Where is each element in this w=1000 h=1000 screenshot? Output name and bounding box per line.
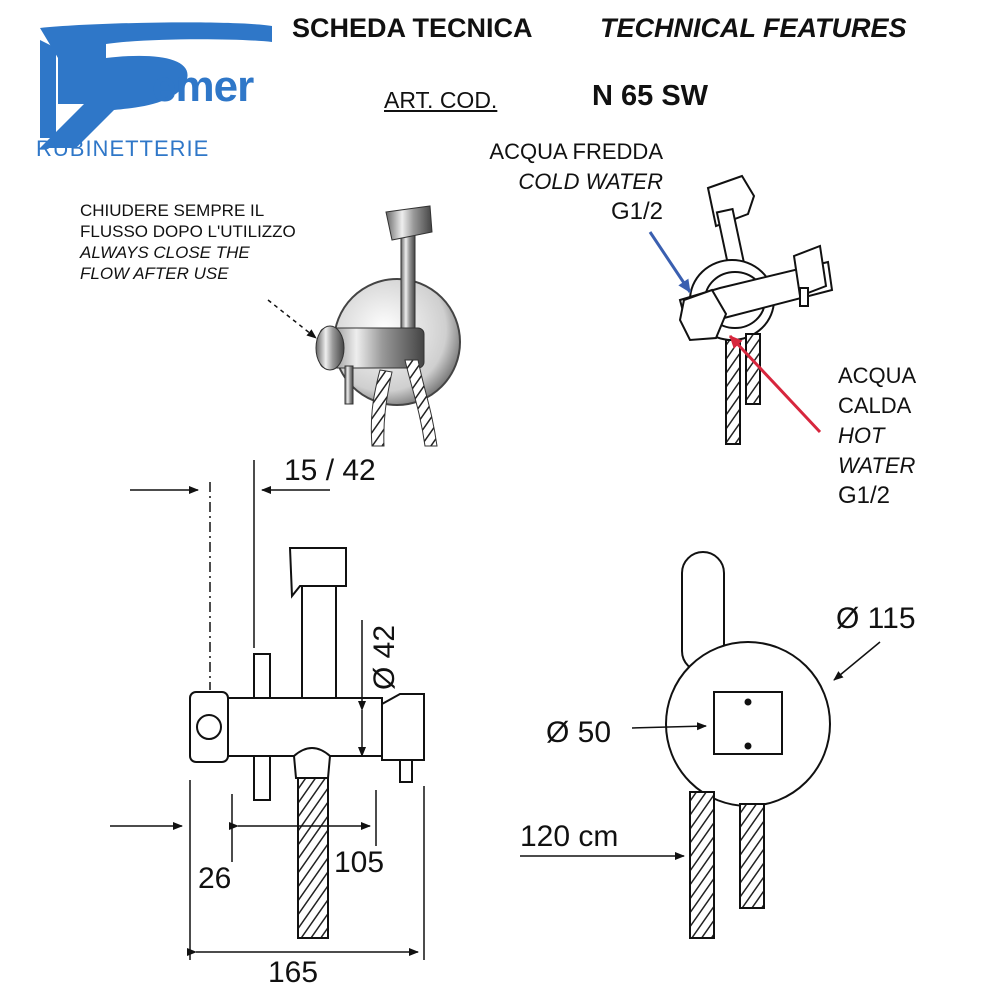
cold-water-it: ACQUA FREDDA (489, 139, 663, 164)
cold-water-thread: G1/2 (610, 198, 663, 225)
valve-knob (315, 325, 345, 371)
dim-diameter-115: Ø 115 (836, 602, 916, 635)
isometric-drawing (678, 174, 834, 445)
side-knob-cap (196, 714, 222, 740)
brand-name: emer (152, 62, 254, 111)
hot-water-thread: G1/2 (838, 482, 891, 509)
side-hose-connector (292, 747, 332, 779)
dim-diameter-42: Ø 42 (368, 624, 401, 690)
side-lever (381, 693, 425, 761)
side-body (225, 697, 383, 757)
iso-lever (792, 244, 828, 298)
brand-subtitle: RUBINETTERIE (36, 136, 210, 161)
shower-head (385, 205, 433, 241)
close-flow-note: CHIUDERE SEMPRE IL FLUSSO DOPO L'UTILIZZ… (80, 200, 296, 284)
iso-lever-pin (799, 287, 809, 307)
iso-hose-left (725, 339, 741, 445)
title-english: TECHNICAL FEATURES (600, 13, 907, 43)
note-line-4: FLOW AFTER USE (80, 264, 229, 283)
side-lever-pin (399, 759, 413, 783)
product-photo (315, 205, 461, 447)
front-hose-right (739, 803, 765, 909)
photo-hose (370, 369, 393, 447)
dim-15-42: 15 / 42 (284, 454, 376, 487)
art-code-value: N 65 SW (592, 80, 709, 112)
shower-stem (400, 221, 416, 343)
front-elevation (665, 551, 831, 939)
valve-lever (344, 365, 354, 405)
brand-logo-mark (40, 22, 272, 148)
art-code-label: ART. COD. (384, 87, 498, 113)
side-shower-stem (301, 585, 337, 699)
hot-water-it-1: ACQUA (838, 363, 917, 388)
note-line-1: CHIUDERE SEMPRE IL (80, 201, 265, 220)
dim-hose-length: 120 cm (520, 820, 619, 853)
iso-hose-right (745, 333, 761, 405)
iso-knob (678, 288, 728, 342)
front-hose-left (689, 791, 715, 939)
front-screw-bottom (744, 742, 752, 750)
side-elevation (189, 482, 425, 939)
cold-water-en: COLD WATER (518, 169, 663, 194)
hot-water-it-2: CALDA (838, 393, 912, 418)
hot-water-arrow (728, 334, 822, 434)
note-pointer (267, 299, 317, 339)
dim-diameter-50: Ø 50 (546, 716, 612, 749)
dim-165: 165 (268, 956, 319, 989)
title-italian: SCHEDA TECNICA (292, 13, 533, 43)
brand-logo (36, 18, 276, 163)
side-dimension-lines (110, 460, 425, 960)
dim-105: 105 (334, 846, 385, 879)
dim-26: 26 (198, 862, 232, 895)
hot-water-en-2: WATER (838, 453, 916, 478)
hot-water-en-1: HOT (838, 423, 885, 448)
front-screw-top (744, 698, 752, 706)
photo-hose-2 (404, 359, 438, 447)
front-dimension-lines (520, 641, 881, 860)
side-hose (297, 777, 329, 939)
note-line-2: FLUSSO DOPO L'UTILIZZO (80, 222, 296, 241)
note-line-3: ALWAYS CLOSE THE (80, 243, 250, 262)
cold-water-arrow (648, 231, 692, 293)
hot-water-label: ACQUA CALDA HOT WATER G1/2 (838, 361, 916, 511)
cold-water-label: ACQUA FREDDA COLD WATER G1/2 (460, 137, 663, 227)
